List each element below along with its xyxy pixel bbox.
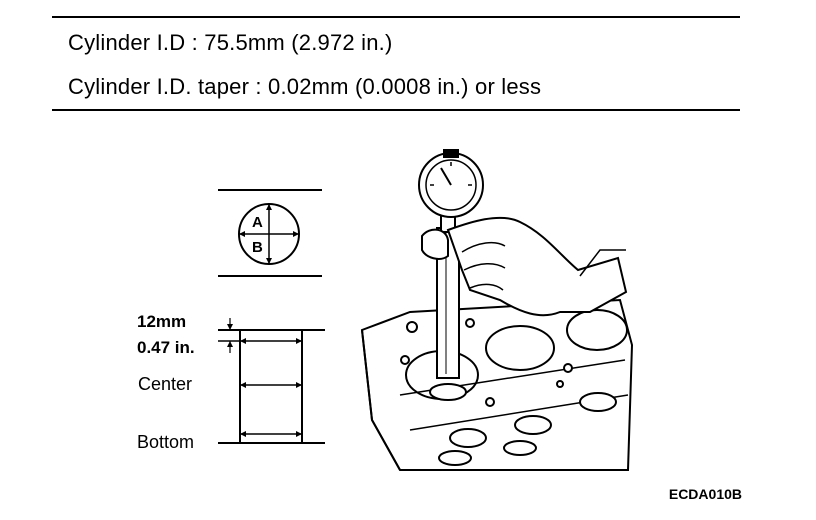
bore-gauge-illustration [418, 149, 484, 401]
depth-mm-label: 12mm [137, 312, 186, 331]
figure-code: ECDA010B [668, 486, 742, 502]
top-rule [52, 16, 740, 18]
bottom-rule [52, 109, 740, 111]
depth-in-label: 0.47 in. [137, 338, 195, 357]
engine-block-illustration [360, 298, 634, 471]
spec-cylinder-id: Cylinder I.D : 75.5mm (2.972 in.) [68, 30, 393, 55]
cylinder-top-view [218, 189, 322, 277]
spec-cylinder-taper: Cylinder I.D. taper : 0.02mm (0.0008 in.… [68, 74, 542, 99]
level-arrows [227, 324, 302, 437]
center-label: Center [138, 374, 192, 394]
cylinder-side-view [218, 318, 325, 444]
bottom-label: Bottom [137, 432, 194, 452]
hand-illustration [421, 216, 628, 317]
section-a-label: A [252, 214, 263, 231]
section-b-label: B [252, 239, 263, 256]
